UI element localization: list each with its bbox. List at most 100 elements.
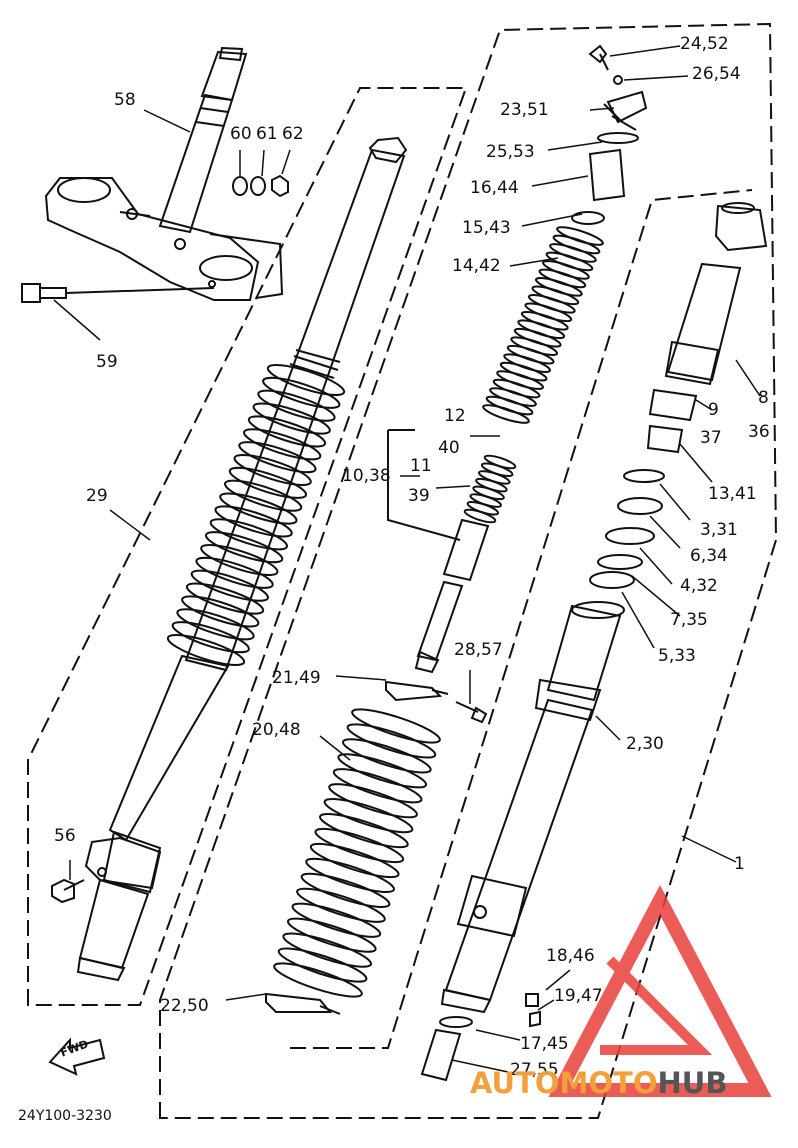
small-boot-coil bbox=[341, 738, 432, 774]
label-13-41: 13,41 bbox=[708, 484, 757, 504]
steering-stem bbox=[158, 46, 248, 234]
small-boot-coil bbox=[273, 962, 363, 998]
label-23-51: 23,51 bbox=[500, 100, 549, 120]
small-boot-coil bbox=[296, 887, 386, 923]
label-2-30: 2,30 bbox=[626, 734, 664, 754]
label-59: 59 bbox=[96, 352, 118, 372]
boot-coil bbox=[214, 505, 293, 538]
small-boot-coil bbox=[351, 708, 441, 744]
label-18-46: 18,46 bbox=[546, 946, 595, 966]
rebound-spring-coil bbox=[480, 462, 514, 477]
small-boot-coil bbox=[319, 812, 409, 849]
label-1: 1 bbox=[734, 854, 745, 874]
boot-coil bbox=[171, 621, 250, 654]
label-5-33: 5,33 bbox=[658, 646, 696, 666]
small-boot-coil bbox=[286, 917, 377, 953]
label-61: 61 bbox=[256, 124, 278, 144]
small-boot-coil bbox=[346, 723, 437, 759]
rebound-spring-coil bbox=[472, 485, 505, 501]
under-bracket bbox=[44, 177, 260, 301]
diagram-code: 24Y100-3230 bbox=[18, 1108, 112, 1124]
label-11: 11 bbox=[410, 456, 432, 476]
boot-coil bbox=[238, 441, 317, 474]
pinch-bolt bbox=[21, 283, 215, 303]
small-boot-coil bbox=[314, 827, 405, 864]
label-39: 39 bbox=[408, 486, 430, 506]
label-24-52: 24,52 bbox=[680, 34, 729, 54]
boot-coil bbox=[209, 518, 289, 551]
watermark-text: AUTOMOTOHUB bbox=[470, 1066, 727, 1100]
watermark-logo bbox=[548, 884, 772, 1097]
boot-coil bbox=[247, 415, 327, 448]
boot-clamps bbox=[265, 680, 488, 1015]
boot-coil bbox=[262, 376, 341, 409]
fork-boot-bellows bbox=[166, 363, 346, 667]
label-29: 29 bbox=[86, 486, 108, 506]
boot-coil bbox=[257, 389, 336, 422]
label-12: 12 bbox=[444, 406, 466, 426]
label-58: 58 bbox=[114, 90, 136, 110]
label-62: 62 bbox=[282, 124, 304, 144]
outer-tube-lower bbox=[76, 654, 230, 982]
small-boot-coil bbox=[305, 857, 395, 894]
forward-arrow-icon bbox=[48, 1037, 106, 1076]
rebound-spring-coil bbox=[478, 470, 511, 485]
label-10-38: 10,38 bbox=[342, 466, 391, 486]
label-20-48: 20,48 bbox=[252, 720, 301, 740]
label-60: 60 bbox=[230, 124, 252, 144]
rebound-spring-coil bbox=[475, 477, 508, 493]
label-15-43: 15,43 bbox=[462, 218, 511, 238]
small-boot-coil bbox=[337, 753, 428, 789]
boot-coil bbox=[195, 556, 274, 589]
boot-coil bbox=[266, 363, 346, 397]
boot-coil bbox=[200, 543, 279, 577]
outer-tube-group-boundary bbox=[27, 87, 468, 1006]
boot-coil bbox=[233, 453, 312, 487]
rebound-spring-coil bbox=[483, 454, 517, 470]
boot-coil bbox=[176, 608, 255, 641]
label-19-47: 19,47 bbox=[554, 986, 603, 1006]
boot-coil bbox=[181, 595, 260, 628]
label-56: 56 bbox=[54, 826, 76, 846]
rebound-spring-coil bbox=[469, 493, 502, 508]
boot-coil bbox=[223, 479, 303, 512]
boot-coil bbox=[252, 402, 331, 435]
label-21-49: 21,49 bbox=[272, 668, 321, 688]
leader-lines bbox=[53, 45, 761, 1073]
label-28-57: 28,57 bbox=[454, 640, 503, 660]
boot-coil bbox=[190, 569, 269, 602]
small-boot-coil bbox=[323, 798, 414, 834]
label-26-54: 26,54 bbox=[692, 64, 741, 84]
label-14-42: 14,42 bbox=[452, 256, 501, 276]
outer-tube-assembly bbox=[184, 136, 408, 672]
boot-coil bbox=[219, 492, 298, 525]
label-9: 9 bbox=[708, 400, 719, 420]
small-boot-coil bbox=[328, 783, 418, 819]
inner-parts-group-boundary bbox=[159, 22, 778, 1119]
boot-coil bbox=[228, 466, 308, 499]
watermark-moto: MOTO bbox=[559, 1066, 658, 1100]
label-36: 36 bbox=[748, 422, 770, 442]
damper-rod bbox=[387, 429, 490, 674]
label-3-31: 3,31 bbox=[700, 520, 738, 540]
rebound-spring-coil bbox=[463, 508, 497, 524]
boot-coil bbox=[243, 428, 322, 461]
label-22-50: 22,50 bbox=[160, 996, 209, 1016]
boot-coil bbox=[204, 531, 284, 564]
watermark-hub: HUB bbox=[657, 1066, 728, 1100]
small-boot-coil bbox=[282, 932, 373, 968]
label-40: 40 bbox=[438, 438, 460, 458]
label-16-44: 16,44 bbox=[470, 178, 519, 198]
small-fork-boot bbox=[273, 708, 441, 998]
small-boot-coil bbox=[309, 842, 400, 879]
inner-tube bbox=[440, 601, 625, 1014]
damper-group-boundary bbox=[290, 189, 753, 1049]
small-boot-coil bbox=[277, 947, 368, 983]
label-25-53: 25,53 bbox=[486, 142, 535, 162]
label-27-55: 27,55 bbox=[510, 1060, 559, 1080]
label-37: 37 bbox=[700, 428, 722, 448]
top-fork-parts bbox=[571, 44, 648, 225]
inner-tube-parts bbox=[589, 202, 768, 589]
axle-pinch-bolt bbox=[51, 878, 85, 904]
